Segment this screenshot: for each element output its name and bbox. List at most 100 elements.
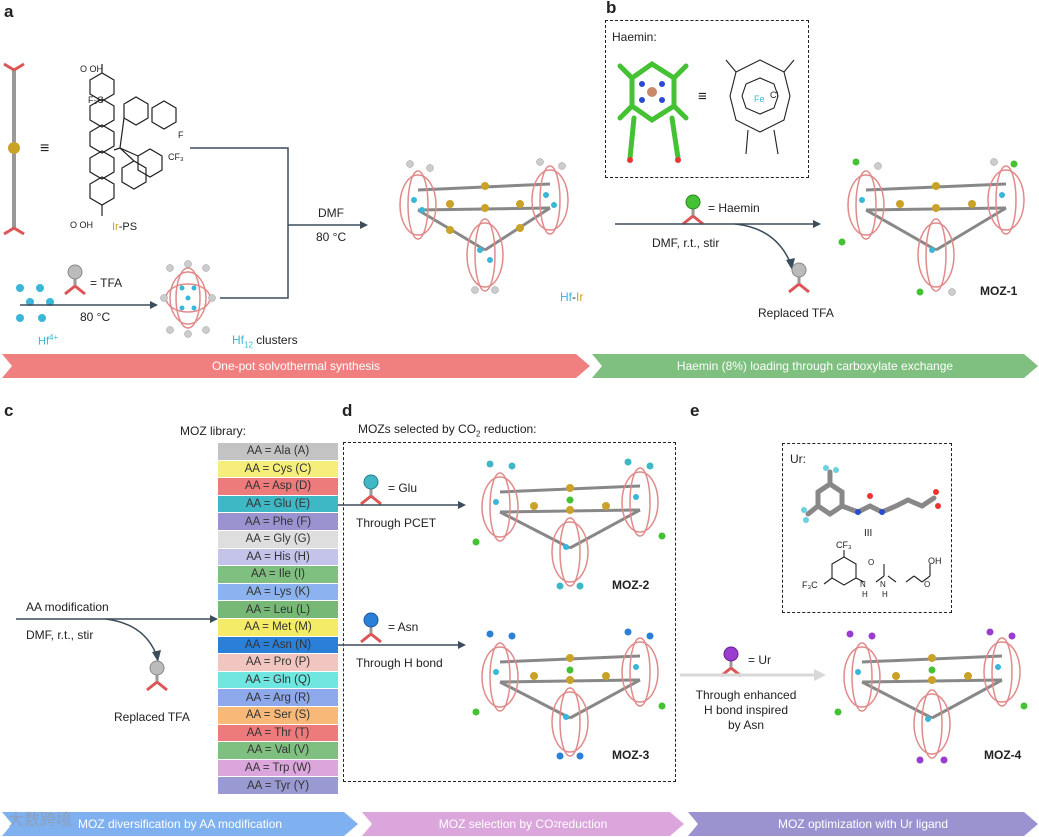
- aa-library-row: AA = Phe (F): [218, 513, 338, 530]
- panel-label-e: e: [690, 401, 700, 420]
- replaced-tfa-b: Replaced TFA: [758, 306, 834, 320]
- aa-library-row: AA = Arg (R): [218, 689, 338, 706]
- arrow-haemin-loading: [615, 220, 821, 270]
- temp-label-1: 80 °C: [80, 310, 111, 324]
- aa-library-row: AA = Cys (C): [218, 460, 338, 478]
- ur-n1-label: N: [860, 580, 866, 589]
- ir-ps-structure: [89, 64, 177, 216]
- aa-conditions: DMF, r.t., stir: [26, 628, 94, 642]
- panel-label-d: d: [342, 401, 353, 420]
- enhanced-line-2: H bond inspired: [703, 703, 789, 717]
- panel-label-c: c: [4, 401, 14, 420]
- hf-ion-charge: 4+: [49, 333, 59, 342]
- hf-ion-label: Hf4+: [38, 333, 58, 348]
- aa-library-row: AA = Pro (P): [218, 654, 338, 671]
- ur-o1-label: O: [868, 558, 875, 567]
- hf-ions-icon: [16, 284, 54, 322]
- hf12-base: Hf: [232, 333, 244, 347]
- hf-part: Hf: [560, 290, 572, 304]
- haemin-equals: = Haemin: [708, 201, 760, 215]
- aa-library-row: AA = Leu (L): [218, 601, 338, 618]
- ur-equals: = Ur: [748, 653, 772, 667]
- library-title: MOZ library:: [180, 424, 246, 438]
- ur-structure: [823, 550, 931, 586]
- replaced-tfa-c: Replaced TFA: [114, 710, 190, 724]
- asn-ball-icon: [360, 612, 382, 644]
- ur-oh-label: OH: [928, 556, 942, 566]
- ir-ps-label: Ir-PS: [112, 221, 137, 233]
- dmf-label: DMF: [318, 206, 344, 220]
- aa-modification-label: AA modification: [26, 600, 109, 614]
- glu-ball-icon: [360, 474, 382, 506]
- arrow-ur-optimization: [680, 669, 826, 681]
- aa-library-row: AA = Ile (I): [218, 566, 338, 583]
- ur-o2-label: O: [924, 580, 931, 589]
- co2-banner-post: reduction: [557, 817, 608, 831]
- replaced-tfa-icon-c: [146, 660, 168, 692]
- aa-library-row: AA = Ala (A): [218, 443, 338, 460]
- banner-synthesis: One-pot solvothermal synthesis: [2, 354, 590, 378]
- panel-label-b: b: [606, 0, 617, 17]
- watermark-text: 大数跨境: [8, 812, 73, 829]
- ur-box: [782, 443, 952, 613]
- enhanced-line-3: by Asn: [727, 718, 765, 732]
- haemin-title: Haemin:: [612, 30, 657, 44]
- co2-banner-pre: MOZ selection by CO: [438, 817, 554, 831]
- moz-selection-box: [343, 442, 676, 782]
- aa-library-row: AA = Lys (K): [218, 583, 338, 601]
- hf12-cluster-icon: [160, 260, 216, 338]
- moz4-framework-icon: [834, 628, 1028, 764]
- haemin-3d-model: [617, 60, 689, 163]
- ur-title: Ur:: [790, 452, 806, 466]
- aa-library-row: AA = Glu (E): [218, 495, 338, 513]
- moz2-framework-icon: [472, 458, 666, 590]
- temp-label-2: 80 °C: [316, 230, 347, 244]
- asn-equals: = Asn: [388, 620, 419, 634]
- linker-rod-icon: [3, 62, 25, 236]
- moz4-label: MOZ-4: [984, 748, 1022, 762]
- pcet-label: Through PCET: [356, 516, 437, 530]
- tfa-ball-icon: [64, 264, 86, 296]
- haemin-box: [605, 20, 809, 178]
- hf12-suffix: clusters: [252, 333, 298, 347]
- cooh-top: O OH: [80, 64, 104, 74]
- hf12-count: 12: [244, 340, 253, 350]
- haemin-conditions: DMF, r.t., stir: [652, 236, 720, 250]
- ur-n2-label: N: [880, 580, 886, 589]
- aa-library-row: AA = Trp (W): [218, 759, 338, 777]
- ir-part: Ir: [576, 290, 584, 304]
- haemin-ball-icon: [682, 194, 704, 226]
- aa-library-row: AA = Asp (D): [218, 478, 338, 495]
- hf12-label: Hf12 clusters: [232, 333, 298, 349]
- banner-aa-diversification: MOZ diversification by AA modification: [2, 812, 358, 836]
- arrow-asn: [338, 641, 466, 649]
- dash-part: -: [572, 290, 576, 304]
- tfa-equals: = TFA: [90, 276, 123, 290]
- aa-library-row: AA = Asn (N): [218, 636, 338, 654]
- aa-library-row: AA = Gly (G): [218, 531, 338, 548]
- combine-bracket: [190, 147, 368, 299]
- enhanced-hbond-text: Through enhanced H bond inspired by Asn: [688, 688, 804, 733]
- moz3-label: MOZ-3: [612, 748, 650, 762]
- cl-label: Cl: [770, 90, 779, 100]
- cooh-bottom: O OH: [70, 220, 94, 230]
- aa-library-row: AA = Val (V): [218, 742, 338, 759]
- aa-library-row: AA = Gln (Q): [218, 671, 338, 689]
- panel-label-a: a: [4, 2, 14, 21]
- cf3-label: F₃C: [88, 95, 104, 105]
- hbond-label: Through H bond: [356, 656, 443, 670]
- moz2-label: MOZ-2: [612, 578, 650, 592]
- moz3-framework-icon: [472, 628, 666, 760]
- d-title-post: reduction:: [480, 422, 537, 436]
- ur-3d-model: [801, 465, 941, 523]
- enhanced-line-1: Through enhanced: [695, 688, 797, 702]
- ps-suffix: -PS: [118, 221, 138, 233]
- hf-ion-base: Hf: [38, 335, 49, 348]
- fe-label: Fe: [754, 94, 765, 104]
- ur-h1-label: H: [862, 590, 868, 599]
- banner-ur-optimization: MOZ optimization with Ur ligand: [688, 812, 1038, 836]
- co2-banner-sub: 2: [553, 819, 558, 829]
- hf-ir-framework-icon: [399, 158, 569, 294]
- equiv-sign: ≡: [40, 140, 50, 157]
